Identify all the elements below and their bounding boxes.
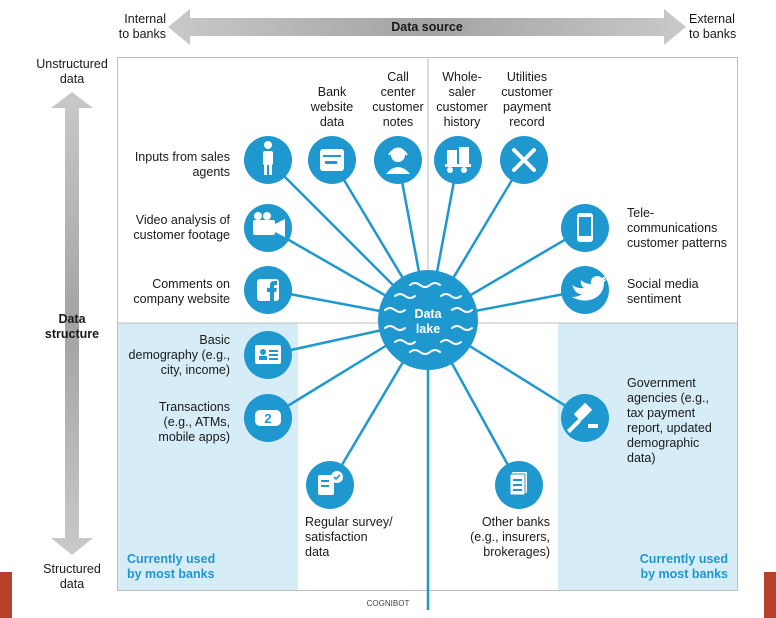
documents-icon [509, 472, 527, 496]
label-utilities: Utilities customer payment record [501, 70, 553, 129]
label-call-center: Call center customer notes [372, 70, 424, 129]
survey-check-icon [318, 471, 343, 495]
label-sales-agents: Inputs from sales agents [134, 150, 230, 179]
browser-window-icon [320, 149, 344, 171]
unstructured-label: Unstructured data [36, 57, 108, 86]
label-survey: Regular survey/ satisfaction data [305, 515, 393, 559]
data-structure-label: Data structure [44, 312, 100, 341]
person-icon [263, 141, 273, 175]
external-structured-zone [558, 323, 737, 590]
structured-label: Structured data [43, 562, 101, 591]
label-social: Social media sentiment [627, 277, 699, 306]
twitter-bird-icon [572, 276, 607, 301]
facebook-icon [257, 279, 279, 301]
right-accent-bar [764, 572, 776, 618]
label-demography: Basic demography (e.g., city, income) [128, 333, 230, 377]
label-comments: Comments on company website [133, 277, 230, 306]
data-source-label: Data source [391, 20, 463, 34]
data-lake-label: Data lake [414, 307, 442, 336]
label-wholesaler: Whole- saler customer history [436, 70, 488, 129]
label-government: Government agencies (e.g., tax payment r… [627, 376, 712, 465]
tools-icon [512, 148, 536, 172]
smartphone-icon [577, 213, 593, 242]
data-structure-arrow [51, 92, 93, 555]
node-government [561, 394, 609, 442]
id-card-icon [255, 345, 281, 364]
video-camera-icon [253, 212, 285, 237]
internal-label: Internal to banks [118, 12, 166, 41]
label-other-banks: Other banks (e.g., insurers, brokerages) [470, 515, 550, 559]
external-label: External to banks [689, 12, 737, 41]
right-usage-note: Currently used by most banks [639, 552, 728, 581]
label-website: Bank website data [310, 85, 354, 129]
forklift-icon [445, 147, 471, 173]
label-transactions: Transactions (e.g., ATMs, mobile apps) [158, 400, 230, 444]
data-source-arrow [168, 9, 686, 45]
gavel-icon [566, 402, 598, 434]
label-video: Video analysis of customer footage [133, 213, 230, 242]
headset-agent-icon [386, 147, 410, 174]
left-accent-bar [0, 572, 12, 618]
data-lake-hub [378, 270, 478, 370]
money-icon: 2 [255, 410, 281, 426]
watermark: COGNIBOT [366, 599, 410, 608]
node-wholesaler [434, 136, 482, 184]
svg-text:2: 2 [264, 411, 271, 426]
left-usage-note: Currently used by most banks [127, 552, 216, 581]
label-telecom: Tele- communications customer patterns [627, 206, 728, 250]
